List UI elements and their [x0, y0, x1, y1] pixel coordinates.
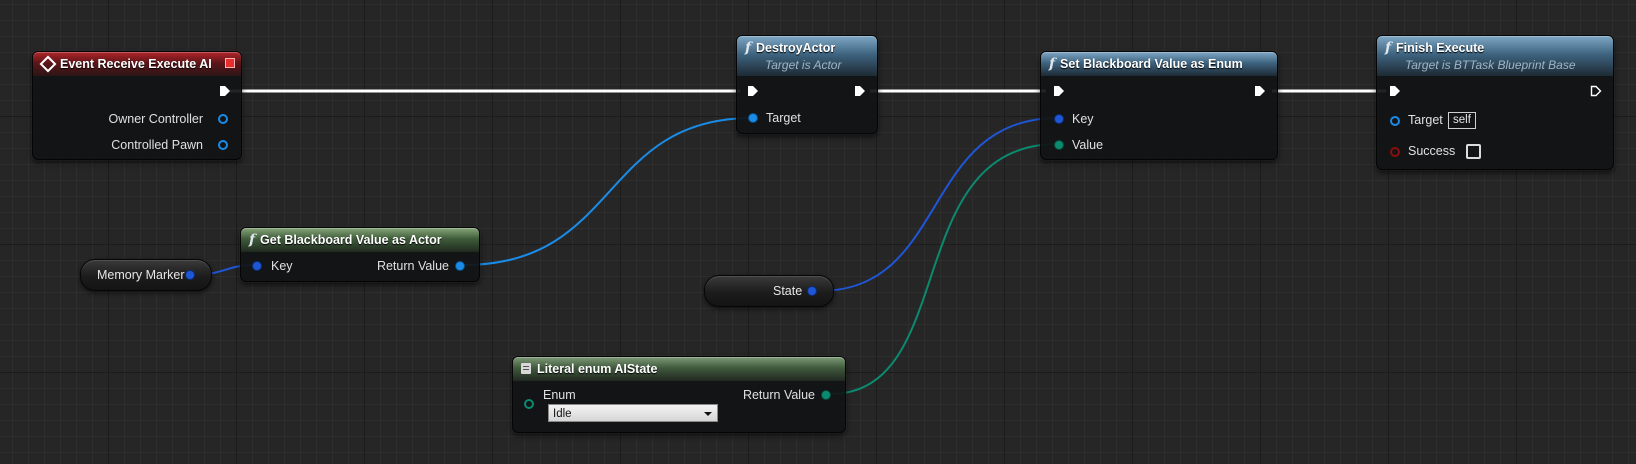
value-pin[interactable] — [1055, 141, 1063, 149]
set-blackboard-value-as-enum-node[interactable]: f Set Blackboard Value as Enum Key Value — [1040, 51, 1278, 160]
function-icon: f — [1385, 40, 1392, 56]
controlled-pawn-label: Controlled Pawn — [111, 138, 203, 152]
finish-execute-subtitle: Target is BTTask Blueprint Base — [1405, 58, 1576, 72]
get-blackboard-value-as-actor-node[interactable]: f Get Blackboard Value as Actor Key Retur… — [240, 227, 480, 282]
destroy-actor-title: DestroyActor — [756, 41, 836, 55]
key-pin[interactable] — [253, 262, 261, 270]
controlled-pawn-pin[interactable] — [218, 140, 228, 150]
state-variable-node[interactable]: State — [704, 275, 834, 307]
target-label: Target — [766, 111, 801, 125]
event-node-title: Event Receive Execute AI — [60, 57, 212, 71]
success-checkbox[interactable] — [1466, 144, 1481, 159]
exec-in-pin-icon[interactable] — [1053, 85, 1065, 97]
key-label: Key — [1072, 112, 1094, 126]
finish-execute-header[interactable]: f Finish Execute Target is BTTask Bluepri… — [1377, 36, 1613, 76]
wire-enum-to-value — [829, 143, 1059, 395]
chevron-down-icon — [704, 412, 712, 416]
destroy-actor-node[interactable]: f DestroyActor Target is Actor Target — [736, 35, 878, 134]
return-value-label: Return Value — [742, 388, 815, 402]
target-pin[interactable] — [1390, 116, 1400, 126]
success-label: Success — [1408, 144, 1456, 158]
literal-enum-title: Literal enum AIState — [537, 362, 658, 376]
wire-return-to-target — [463, 117, 753, 266]
exec-out-pin-icon[interactable] — [219, 85, 231, 97]
set-bb-enum-title: Set Blackboard Value as Enum — [1060, 57, 1243, 71]
stop-icon — [225, 58, 235, 68]
state-pin[interactable] — [808, 287, 816, 295]
success-pin[interactable] — [1390, 147, 1400, 157]
target-label: Target — [1408, 113, 1443, 127]
function-icon: f — [745, 40, 752, 56]
finish-execute-title: Finish Execute — [1396, 41, 1485, 55]
get-bb-actor-title: Get Blackboard Value as Actor — [260, 233, 442, 247]
enum-pin[interactable] — [524, 399, 534, 409]
wire-state-to-key — [818, 117, 1059, 292]
key-label: Key — [271, 259, 293, 273]
return-value-label: Return Value — [376, 259, 449, 273]
enum-dropdown-value: Idle — [553, 408, 572, 420]
event-receive-execute-ai-node[interactable]: Event Receive Execute AI Owner Controlle… — [32, 51, 242, 160]
exec-out-pin-icon[interactable] — [854, 85, 866, 97]
target-self-field[interactable]: self — [1448, 112, 1476, 129]
enum-dropdown[interactable]: Idle — [548, 404, 718, 422]
finish-execute-node[interactable]: f Finish Execute Target is BTTask Bluepri… — [1376, 35, 1614, 170]
destroy-actor-subtitle: Target is Actor — [765, 58, 842, 72]
return-value-pin[interactable] — [822, 391, 830, 399]
owner-controller-pin[interactable] — [218, 114, 228, 124]
destroy-actor-header[interactable]: f DestroyActor Target is Actor — [737, 36, 877, 76]
function-icon: f — [1049, 56, 1056, 72]
target-pin[interactable] — [749, 114, 757, 122]
return-value-pin[interactable] — [456, 262, 464, 270]
enum-label: Enum — [543, 388, 576, 402]
get-bb-actor-header[interactable]: f Get Blackboard Value as Actor — [241, 228, 479, 252]
event-diamond-icon — [39, 55, 57, 73]
exec-out-hollow-pin-icon[interactable] — [1590, 85, 1602, 97]
memory-marker-label: Memory Marker — [97, 268, 185, 282]
literal-enum-aistate-node[interactable]: Literal enum AIState Enum Idle Return Va… — [512, 356, 846, 433]
state-label: State — [773, 284, 803, 298]
exec-in-pin-icon[interactable] — [747, 85, 759, 97]
memory-marker-variable-node[interactable]: Memory Marker — [80, 259, 212, 291]
owner-controller-label: Owner Controller — [108, 112, 203, 126]
key-pin[interactable] — [1055, 115, 1063, 123]
literal-icon — [521, 363, 531, 374]
event-node-header[interactable]: Event Receive Execute AI — [33, 52, 241, 76]
memory-marker-pin[interactable] — [186, 271, 194, 279]
literal-enum-header[interactable]: Literal enum AIState — [513, 357, 845, 381]
function-icon: f — [249, 232, 256, 248]
set-bb-enum-header[interactable]: f Set Blackboard Value as Enum — [1041, 52, 1277, 76]
exec-out-pin-icon[interactable] — [1254, 85, 1266, 97]
exec-in-pin-icon[interactable] — [1389, 85, 1401, 97]
value-label: Value — [1072, 138, 1104, 152]
